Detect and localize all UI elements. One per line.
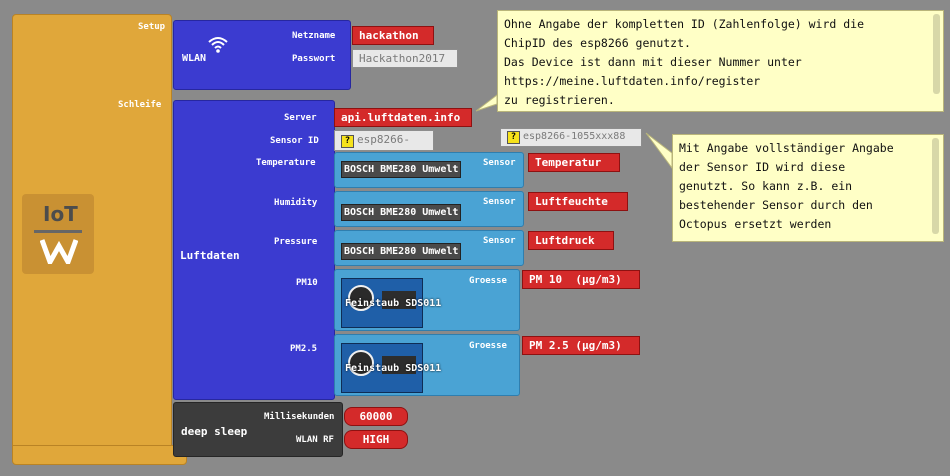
- netname-label: Netzname: [292, 31, 336, 41]
- sensor-kind-label: Sensor: [483, 158, 516, 168]
- sds011-board-image: [341, 343, 423, 393]
- password-field[interactable]: Hackathon2017: [352, 49, 458, 68]
- loop-label: Schleife: [118, 100, 162, 110]
- sensor-kind-label: Sensor: [483, 197, 516, 207]
- deep-sleep-block[interactable]: deep sleep Millisekunden WLAN RF: [173, 402, 343, 457]
- iot-logo-text: IoT: [43, 202, 78, 226]
- server-label: Server: [284, 113, 317, 123]
- sensor-kind-label: Sensor: [483, 236, 516, 246]
- bosch-chip: BOSCH BME280 Umwelt: [341, 204, 462, 221]
- help-icon[interactable]: ?: [507, 131, 520, 144]
- wlan-rf-label: WLAN RF: [296, 435, 334, 445]
- deep-sleep-title: deep sleep: [181, 425, 248, 438]
- help-icon[interactable]: ?: [341, 135, 354, 148]
- temperature-sensor-block[interactable]: BOSCH BME280 Umwelt Sensor: [334, 152, 524, 188]
- milliseconds-label: Millisekunden: [264, 412, 335, 422]
- humidity-sensor-block[interactable]: BOSCH BME280 Umwelt Sensor: [334, 191, 524, 227]
- comment-note-side[interactable]: Mit Angabe vollständiger Angabe der Sens…: [672, 134, 944, 242]
- wlan-title: WLAN: [182, 53, 207, 64]
- sensor-id-value: esp8266-: [357, 133, 410, 146]
- pressure-field[interactable]: Luftdruck: [528, 231, 614, 250]
- pressure-sensor-block[interactable]: BOSCH BME280 Umwelt Sensor: [334, 230, 524, 266]
- pm25-field[interactable]: PM 2.5 (µg/m3): [522, 336, 640, 355]
- temperature-field[interactable]: Temperatur: [528, 153, 620, 172]
- server-field[interactable]: api.luftdaten.info: [334, 108, 472, 127]
- bosch-chip: BOSCH BME280 Umwelt: [341, 161, 462, 178]
- setup-label: Setup: [138, 22, 166, 32]
- iot-logo: IoT: [22, 194, 94, 274]
- humidity-field[interactable]: Luftfeuchte: [528, 192, 628, 211]
- iot-logo-bar: [34, 230, 82, 233]
- temperature-label: Temperature: [256, 158, 316, 168]
- note-scrollbar[interactable]: [933, 14, 940, 94]
- sensor-id-example-field[interactable]: ?esp8266-1055xxx88: [500, 128, 642, 147]
- iot-logo-w-icon: [40, 239, 78, 264]
- humidity-label: Humidity: [274, 198, 318, 208]
- wifi-icon: [208, 37, 228, 53]
- milliseconds-field[interactable]: 60000: [344, 407, 408, 426]
- pm10-field[interactable]: PM 10 (µg/m3): [522, 270, 640, 289]
- netname-field[interactable]: hackathon: [352, 26, 434, 45]
- sds011-board-image: [341, 278, 423, 328]
- pm10-label: PM10: [296, 278, 318, 288]
- size-kind-label: Groesse: [469, 276, 507, 286]
- size-kind-label: Groesse: [469, 341, 507, 351]
- sds011-chip: Feinstaub SDS011: [345, 298, 442, 309]
- pressure-label: Pressure: [274, 237, 318, 247]
- pm25-label: PM2.5: [290, 344, 318, 354]
- sensor-id-field[interactable]: ?esp8266-: [334, 130, 434, 151]
- pm25-sensor-block[interactable]: Feinstaub SDS011 Groesse: [334, 334, 520, 396]
- wlan-rf-field[interactable]: HIGH: [344, 430, 408, 449]
- password-label: Passwort: [292, 54, 336, 64]
- wlan-block[interactable]: WLAN Netzname Passwort: [173, 20, 351, 90]
- bosch-chip: BOSCH BME280 Umwelt: [341, 243, 462, 260]
- luftdaten-block[interactable]: Luftdaten Server Sensor ID Temperature H…: [173, 100, 335, 400]
- sensor-id-example-value: esp8266-1055xxx88: [523, 131, 626, 142]
- note-scrollbar[interactable]: [932, 138, 939, 234]
- comment-note-top[interactable]: Ohne Angabe der kompletten ID (Zahlenfol…: [497, 10, 944, 112]
- luftdaten-title: Luftdaten: [180, 249, 240, 262]
- sensor-id-label: Sensor ID: [270, 136, 319, 146]
- sds011-chip: Feinstaub SDS011: [345, 363, 442, 374]
- pm10-sensor-block[interactable]: Feinstaub SDS011 Groesse: [334, 269, 520, 331]
